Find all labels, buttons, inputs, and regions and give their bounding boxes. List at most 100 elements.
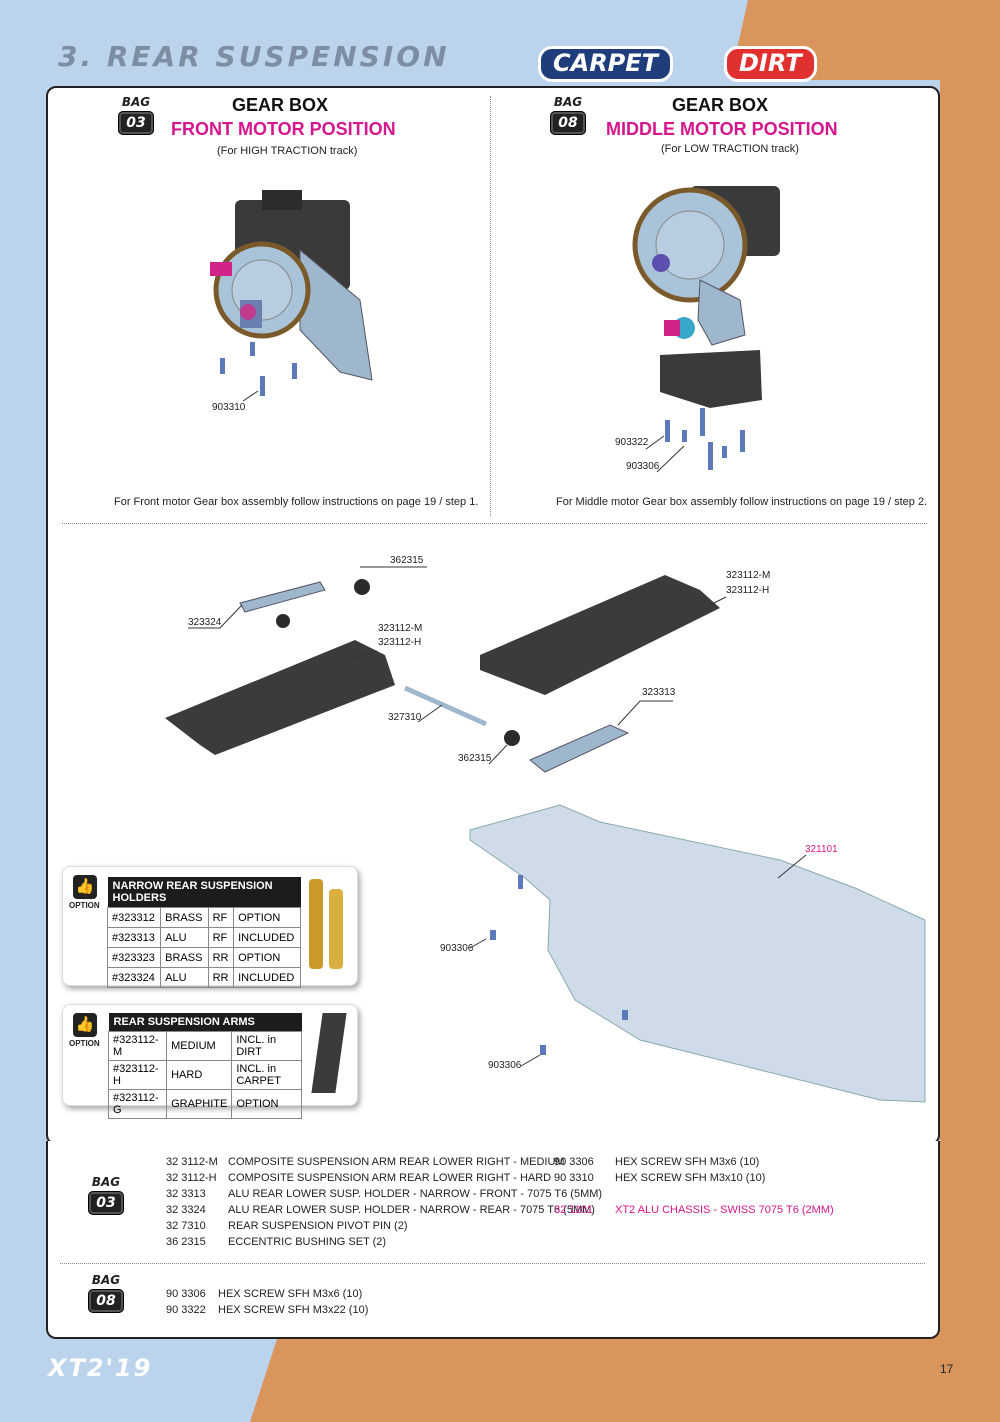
list03-names2: HEX SCREW SFH M3x6 (10) HEX SCREW SFH M3… xyxy=(615,1154,834,1218)
part-label-903306: 903306 xyxy=(626,461,660,472)
part-code: 36 2315 xyxy=(166,1236,206,1248)
left-motor-position: FRONT MOTOR POSITION xyxy=(171,119,396,139)
cell: INCLUDED xyxy=(233,967,301,988)
part-label-323324: 323324 xyxy=(188,617,222,628)
bag-badge-list-03: BAG 03 xyxy=(88,1176,124,1215)
part-name: COMPOSITE SUSPENSION ARM REAR LOWER RIGH… xyxy=(228,1156,565,1168)
left-note: For Front motor Gear box assembly follow… xyxy=(114,496,479,508)
part-label-903310: 903310 xyxy=(212,402,246,413)
cell: RF xyxy=(207,907,235,928)
part-label-323112-M-left: 323112-M xyxy=(378,623,423,634)
arm-image xyxy=(311,1013,347,1093)
part-name: HEX SCREW SFH M3x22 (10) xyxy=(218,1304,369,1316)
thumbs-up-icon: 👍 xyxy=(73,1013,97,1037)
part-label-323112-H-left: 323112-H xyxy=(378,637,422,648)
brass-holder-image xyxy=(329,889,343,969)
xt2-logo: XT2'19 xyxy=(48,1354,153,1382)
part-name: REAR SUSPENSION PIVOT PIN (2) xyxy=(228,1220,408,1232)
cell: INCL. in DIRT xyxy=(231,1031,302,1061)
chassis-drawing xyxy=(469,804,926,1103)
parts-list-box xyxy=(46,1141,940,1339)
right-gearbox-title: GEAR BOX xyxy=(672,95,769,115)
right-subtitle: (For LOW TRACTION track) xyxy=(661,143,799,155)
part-code: 32 3324 xyxy=(166,1204,206,1216)
cell: #323323 xyxy=(106,947,162,968)
right-motor-position: MIDDLE MOTOR POSITION xyxy=(606,119,838,139)
cell: #323112-H xyxy=(107,1060,168,1090)
part-code: 90 3322 xyxy=(166,1304,206,1316)
cell: #323112-G xyxy=(107,1089,168,1119)
cell: OPTION xyxy=(231,1089,302,1119)
cell: OPTION xyxy=(233,907,301,928)
cell: OPTION xyxy=(233,947,301,968)
cell: HARD xyxy=(166,1060,233,1090)
suspension-drawing xyxy=(165,566,727,773)
cell: INCLUDED xyxy=(233,927,301,948)
carpet-tag: CARPET xyxy=(538,46,674,82)
part-code: 90 3306 xyxy=(554,1156,594,1168)
part-code: 90 3306 xyxy=(166,1288,206,1300)
cell: INCL. in CARPET xyxy=(231,1060,302,1090)
middle-motor-gearbox-drawing xyxy=(632,186,780,473)
cell: ALU xyxy=(160,927,209,948)
cell: #323112-M xyxy=(107,1031,168,1061)
part-code: 32 3112-M xyxy=(166,1156,218,1168)
page-title: 3. REAR SUSPENSION xyxy=(58,40,450,73)
part-label-903306-lower: 903306 xyxy=(488,1060,522,1071)
thumbs-up-icon: 👍 xyxy=(73,875,97,899)
part-name: XT2 ALU CHASSIS - SWISS 7075 T6 (2MM) xyxy=(615,1204,834,1216)
part-name: HEX SCREW SFH M3x10 (10) xyxy=(615,1172,766,1184)
part-label-362315-top: 362315 xyxy=(390,555,424,566)
bag-number: 08 xyxy=(550,111,586,135)
cell: BRASS xyxy=(160,947,209,968)
part-label-903306-upper: 903306 xyxy=(440,943,474,954)
left-subtitle: (For HIGH TRACTION track) xyxy=(217,145,358,157)
cell: #323324 xyxy=(106,967,162,988)
vertical-divider xyxy=(490,96,491,516)
part-label-903322: 903322 xyxy=(615,437,649,448)
table-header: NARROW REAR SUSPENSION HOLDERS xyxy=(107,877,301,908)
cell: RF xyxy=(207,927,235,948)
list03-names: COMPOSITE SUSPENSION ARM REAR LOWER RIGH… xyxy=(228,1154,602,1250)
bag-number: 03 xyxy=(88,1191,124,1215)
bag-number: 03 xyxy=(118,111,154,135)
part-code: 32 3112-H xyxy=(166,1172,217,1184)
bag-badge-left: BAG 03 xyxy=(118,96,154,135)
part-code: 32 3313 xyxy=(166,1188,206,1200)
list08-codes: 90 3306 90 3322 xyxy=(166,1286,206,1318)
option-label: OPTION xyxy=(69,1039,100,1048)
horizontal-divider xyxy=(62,523,927,524)
part-name: ALU REAR LOWER SUSP. HOLDER - NARROW - R… xyxy=(228,1204,595,1216)
option-label: OPTION xyxy=(69,901,100,910)
part-name: HEX SCREW SFH M3x6 (10) xyxy=(615,1156,760,1168)
cell: BRASS xyxy=(160,907,209,928)
list08-names: HEX SCREW SFH M3x6 (10) HEX SCREW SFH M3… xyxy=(218,1286,368,1318)
page-number: 17 xyxy=(940,1362,954,1376)
part-label-323313: 323313 xyxy=(642,687,676,698)
dirt-tag: DIRT xyxy=(724,46,817,82)
cell: RR xyxy=(207,967,235,988)
cell: GRAPHITE xyxy=(166,1089,233,1119)
part-code: 32 7310 xyxy=(166,1220,206,1232)
left-gearbox-title: GEAR BOX xyxy=(232,95,329,115)
cell: #323312 xyxy=(106,907,162,928)
front-motor-gearbox-drawing xyxy=(210,190,373,402)
list-divider xyxy=(60,1263,925,1264)
cell: MEDIUM xyxy=(166,1031,233,1061)
part-name: COMPOSITE SUSPENSION ARM REAR LOWER RIGH… xyxy=(228,1172,552,1184)
part-label-321101: 321101 xyxy=(805,844,838,855)
part-label-323112-H-right: 323112-H xyxy=(726,585,770,596)
cell: #323313 xyxy=(106,927,162,948)
bag-label: BAG xyxy=(91,1273,121,1287)
